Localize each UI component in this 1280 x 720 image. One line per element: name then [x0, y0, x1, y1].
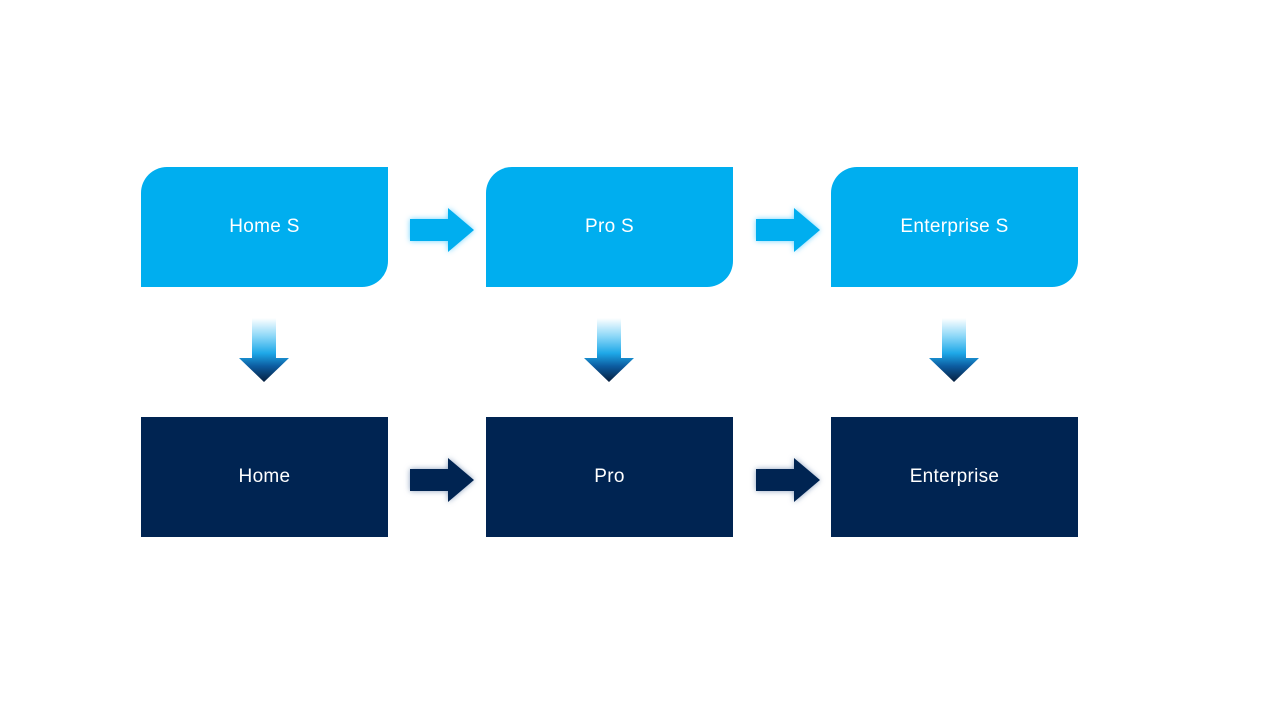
shape-enterprise-s: Enterprise S: [831, 167, 1078, 287]
right-arrow-icon: [410, 208, 474, 252]
down-arrow-icon: [584, 318, 634, 382]
shape-pro-s-label: Pro S: [584, 216, 635, 237]
shape-enterprise-label: Enterprise: [909, 466, 1000, 487]
shape-pro: Pro: [486, 417, 733, 537]
shape-enterprise-s-label: Enterprise S: [900, 216, 1009, 237]
shape-home-s-label: Home S: [229, 216, 300, 237]
right-arrow-icon: [410, 458, 474, 502]
right-arrow-icon: [756, 458, 820, 502]
right-arrow-icon: [756, 208, 820, 252]
shape-home: Home: [141, 417, 388, 537]
shape-pro-s: Pro S: [486, 167, 733, 287]
shape-pro-label: Pro: [594, 466, 625, 487]
shape-home-s: Home S: [141, 167, 388, 287]
down-arrow-icon: [239, 318, 289, 382]
down-arrow-icon: [929, 318, 979, 382]
shape-home-label: Home: [238, 466, 291, 487]
shape-enterprise: Enterprise: [831, 417, 1078, 537]
